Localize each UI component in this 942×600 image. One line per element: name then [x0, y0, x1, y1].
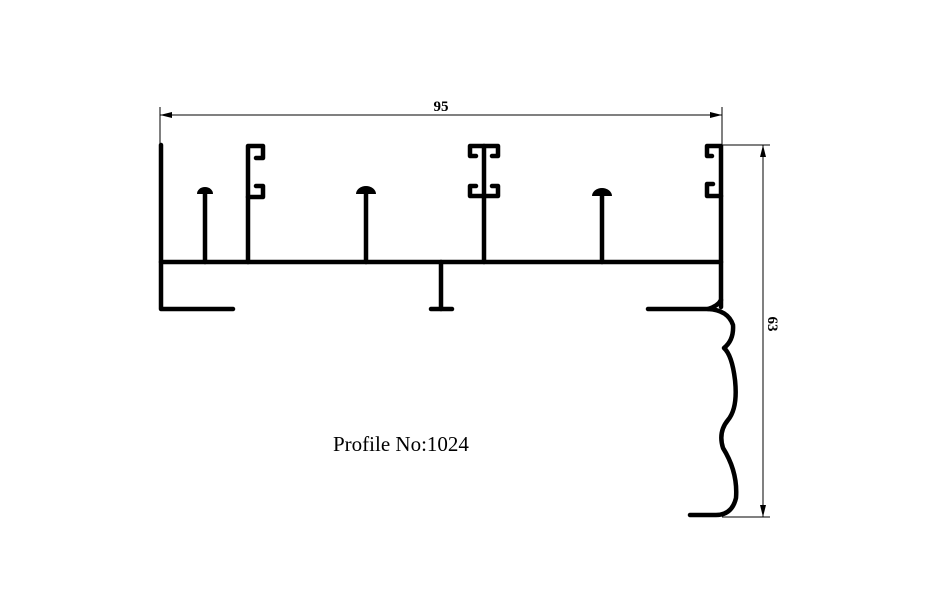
profile-section [158, 142, 739, 518]
center-clip-bottom [467, 183, 501, 199]
left-clip-bottom [245, 183, 266, 200]
mushroom-cap-2 [356, 186, 376, 194]
left-clip-stem-top [245, 143, 266, 265]
center-clip-top [467, 143, 501, 159]
right-clip-bottom [704, 181, 724, 199]
height-dimension: 63 [722, 144, 780, 518]
height-dimension-label: 63 [764, 317, 780, 332]
width-dimension-label: 95 [434, 99, 449, 115]
decorative-skirt [687, 306, 739, 518]
profile-number-label: Profile No:1024 [333, 432, 469, 456]
mushroom-cap-1 [197, 187, 213, 194]
left-wall [158, 142, 236, 312]
mushroom-cap-3 [592, 188, 612, 196]
right-wall [704, 143, 724, 310]
width-dimension: 95 [159, 99, 723, 145]
